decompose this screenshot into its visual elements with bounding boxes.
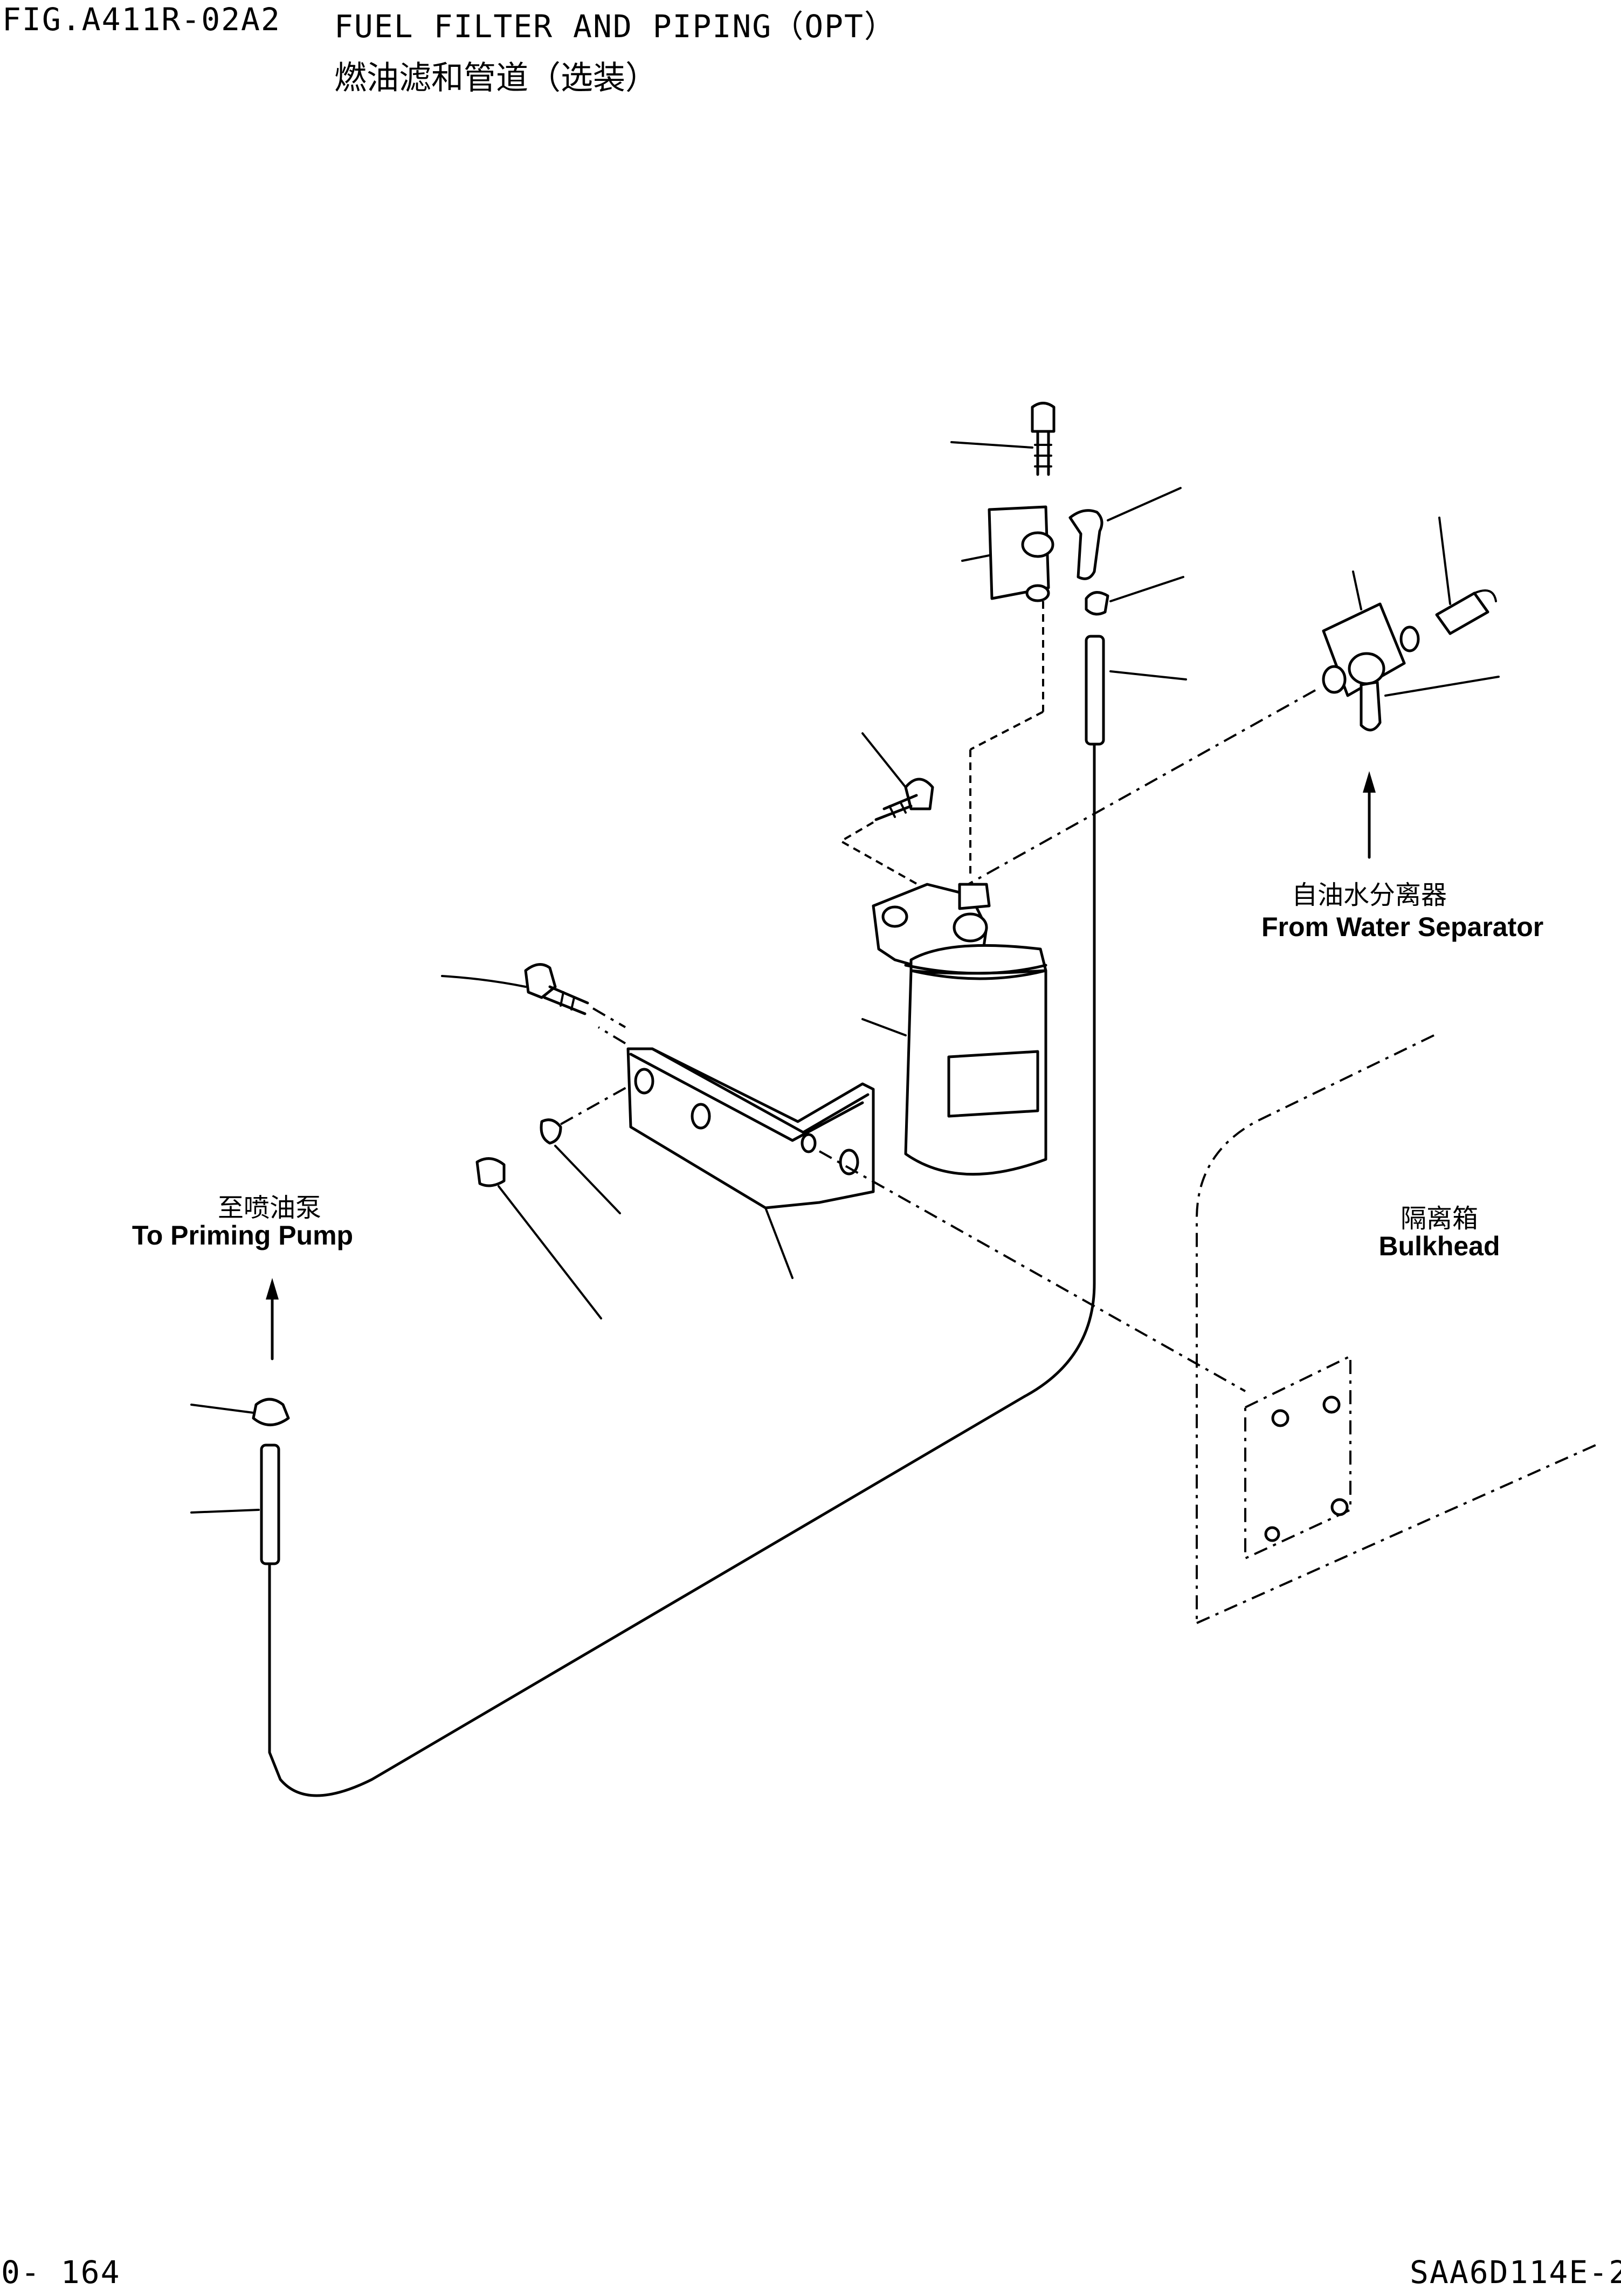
bulkhead-plate <box>1244 1354 1351 1561</box>
water-separator-arrow <box>1363 771 1376 859</box>
priming-pump-pipe-end <box>190 1398 290 1565</box>
bracket-nut <box>475 1157 602 1319</box>
figure-title-zh: 燃油滤和管道（选装） <box>334 59 658 97</box>
priming-pump-label-en: To Priming Pump <box>132 1220 354 1250</box>
top-bolt <box>950 402 1056 874</box>
priming-pump-label-zh: 至喷油泵 <box>217 1193 321 1223</box>
pipe-upper-segment <box>1085 635 1187 746</box>
bulkhead-label-zh: 隔离箱 <box>1400 1204 1478 1234</box>
figure-title-en: FUEL FILTER AND PIPING（OPT） <box>334 8 896 45</box>
water-separator-banjo-joint <box>948 517 1500 896</box>
priming-pump-arrow <box>266 1278 279 1360</box>
water-separator-label-zh: 自油水分离器 <box>1291 880 1447 910</box>
model-code: SAA6D114E-2 <box>1410 2254 1621 2291</box>
page-number: 0- 164 <box>1 2254 121 2291</box>
filter-mounting-bracket <box>597 1026 1246 1392</box>
top-banjo-joint <box>961 487 1184 616</box>
filter-head-bolt <box>838 732 934 891</box>
fuel-filter <box>861 883 1047 1176</box>
bracket-washer <box>540 1085 629 1214</box>
bulkhead-outline <box>1196 1034 1596 1624</box>
fuel-pipe-to-priming-pump <box>268 743 1096 1797</box>
figure-number: FIG.A411R-02A2 <box>2 1 281 38</box>
water-separator-label-en: From Water Separator <box>1261 912 1544 942</box>
bulkhead-label-en: Bulkhead <box>1378 1231 1500 1261</box>
bracket-bolt <box>441 963 626 1028</box>
